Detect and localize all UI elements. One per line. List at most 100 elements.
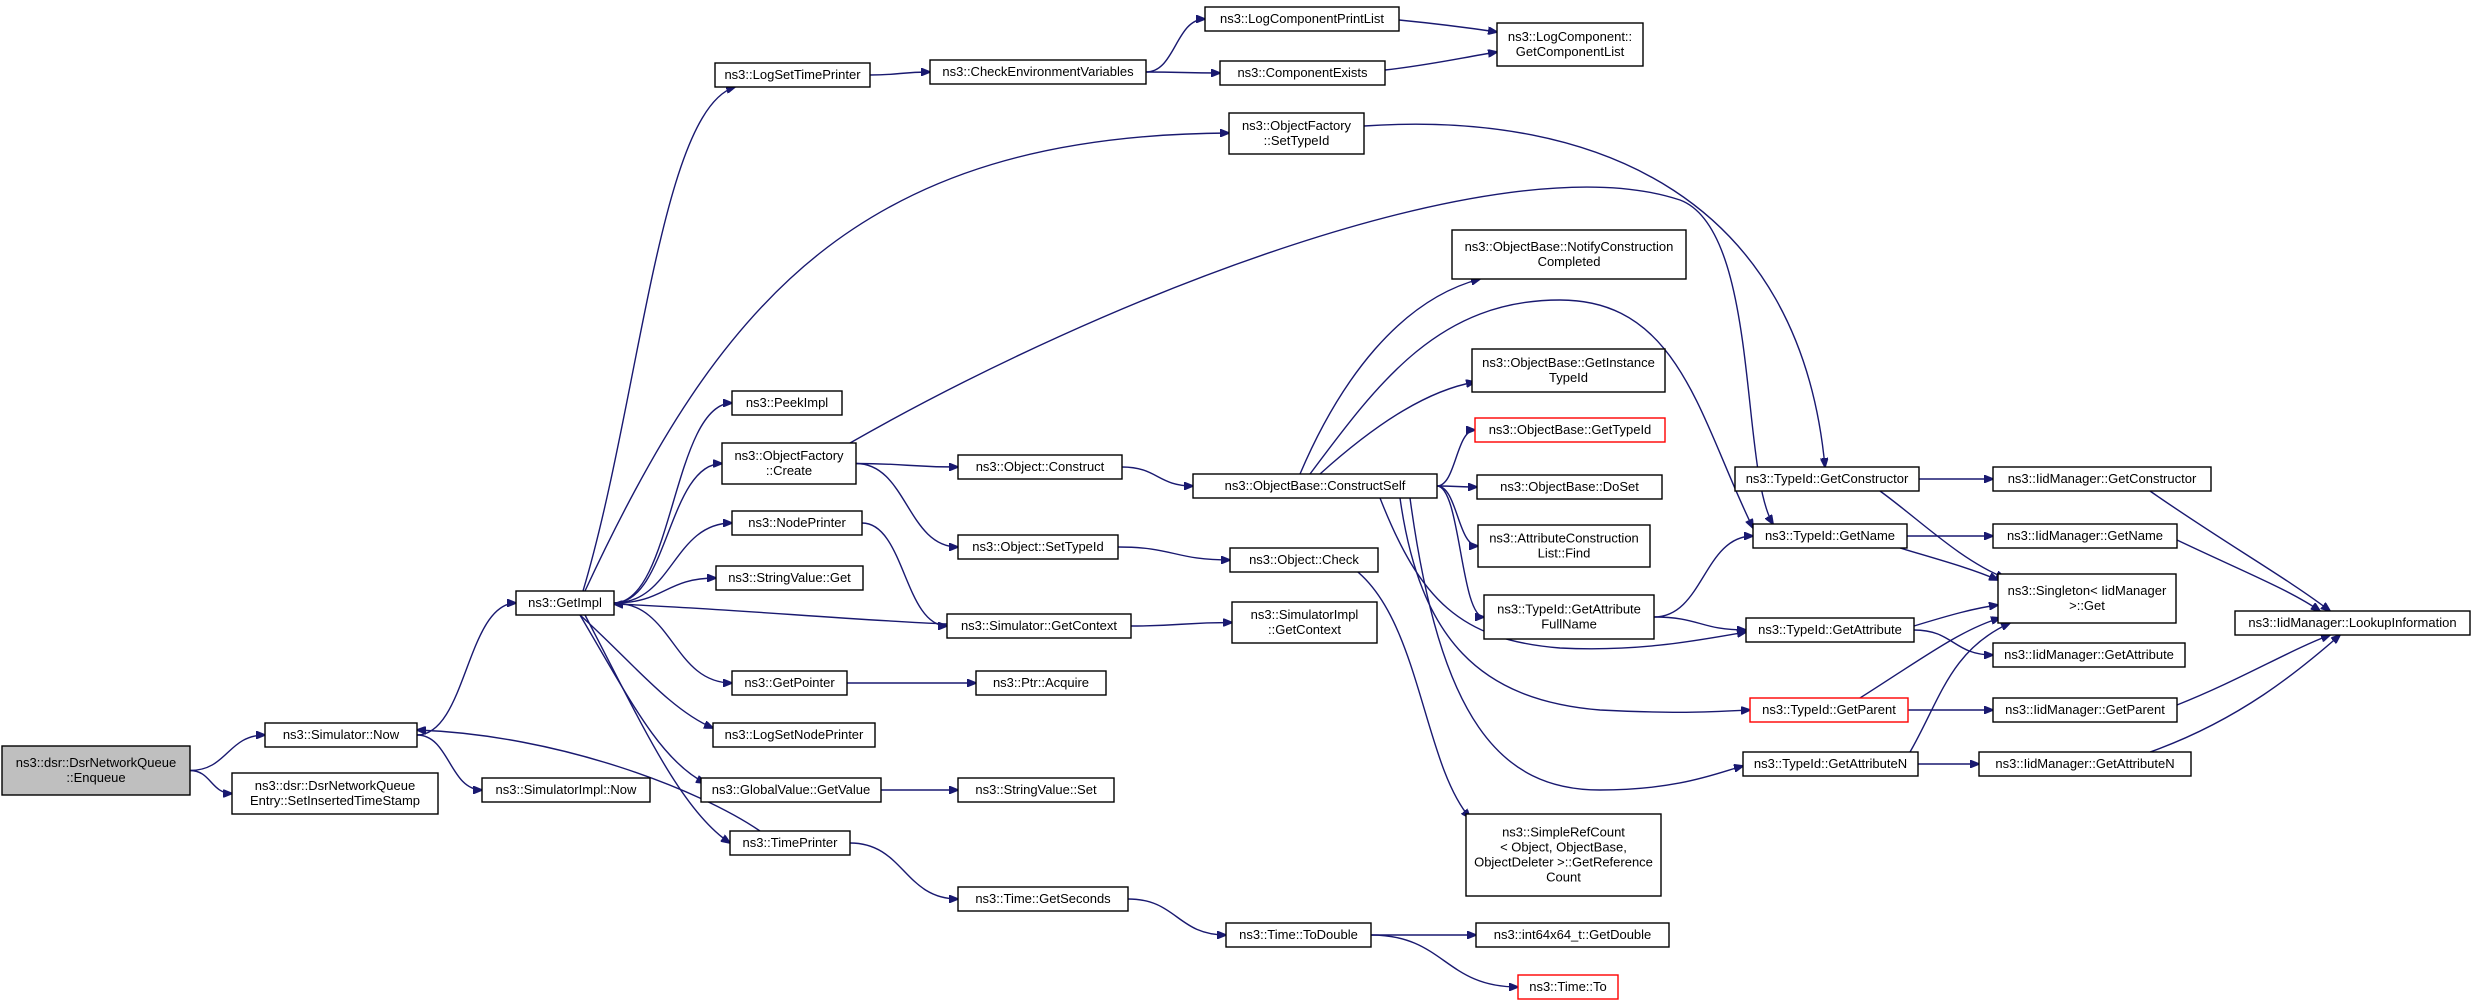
node-tid_getattr[interactable]: ns3::TypeId::GetAttribute: [1745, 617, 1915, 643]
node-ptr_acquire[interactable]: ns3::Ptr::Acquire: [975, 670, 1107, 696]
edge-timeprinter-to-time_getsec: [849, 842, 958, 899]
node-peekimpl[interactable]: ns3::PeekImpl: [731, 390, 843, 416]
node-of_create[interactable]: ns3::ObjectFactory::Create: [721, 442, 857, 485]
edge-logcompprint-to-logcomp_getlist: [1398, 19, 1497, 32]
node-obj_check[interactable]: ns3::Object::Check: [1229, 547, 1379, 573]
node-label: ns3::Ptr::Acquire: [993, 675, 1089, 690]
node-simimpl_getctx[interactable]: ns3::SimulatorImpl::GetContext: [1231, 601, 1378, 644]
node-box: [1745, 617, 1915, 643]
node-label: ObjectDeleter >::GetReference: [1474, 855, 1653, 870]
node-time_todouble[interactable]: ns3::Time::ToDouble: [1225, 922, 1372, 948]
node-iid_lookup[interactable]: ns3::IidManager::LookupInformation: [2234, 610, 2471, 636]
node-box: [714, 62, 871, 88]
node-label: ns3::Time::To: [1529, 979, 1607, 994]
node-iid_getname[interactable]: ns3::IidManager::GetName: [1992, 523, 2178, 549]
node-box: [1228, 112, 1365, 155]
node-label: ns3::ObjectFactory: [1242, 118, 1352, 133]
node-nodeprinter[interactable]: ns3::NodePrinter: [731, 510, 863, 536]
edge-logsettime-to-checkenv: [869, 72, 930, 75]
node-label: ns3::TypeId::GetName: [1765, 528, 1895, 543]
edge-tid_getparent-to-singleton_get: [1859, 618, 2000, 699]
node-box: [1992, 697, 2178, 723]
edge-enqueue-to-sim_now: [189, 735, 265, 772]
node-label: ns3::Singleton< IidManager: [2008, 583, 2167, 598]
node-iid_getattrn[interactable]: ns3::IidManager::GetAttributeN: [1978, 751, 2192, 777]
node-ob_doset[interactable]: ns3::ObjectBase::DoSet: [1476, 474, 1663, 500]
node-box: [1229, 547, 1379, 573]
node-logcomp_getlist[interactable]: ns3::LogComponent::GetComponentList: [1496, 22, 1644, 67]
node-ob_gettypeid[interactable]: ns3::ObjectBase::GetTypeId: [1474, 417, 1666, 443]
node-obj_construct[interactable]: ns3::Object::Construct: [957, 454, 1123, 480]
edge-of_create-to-obj_construct: [855, 462, 958, 468]
node-label: ns3::Object::Construct: [976, 459, 1105, 474]
node-i64_getdouble[interactable]: ns3::int64x64_t::GetDouble: [1475, 922, 1670, 948]
node-label: Completed: [1538, 254, 1601, 269]
node-label: ns3::ObjectFactory: [734, 448, 844, 463]
node-label: ns3::GetPointer: [744, 675, 835, 690]
edge-getimpl-to-peekimpl: [613, 403, 732, 604]
node-label: ns3::StringValue::Set: [975, 782, 1097, 797]
node-iid_getattr[interactable]: ns3::IidManager::GetAttribute: [1992, 642, 2186, 668]
node-getimpl[interactable]: ns3::GetImpl: [515, 590, 615, 616]
node-tid_getname[interactable]: ns3::TypeId::GetName: [1752, 523, 1908, 549]
edge-tid_getctor-to-singleton_get: [1879, 490, 2005, 578]
edge-tid_getname-to-singleton_get: [1899, 547, 1998, 580]
node-box: [1517, 974, 1619, 1000]
edge-getimpl-to-sv_get: [613, 578, 716, 604]
edge-tid_getattr-to-singleton_get: [1913, 605, 1998, 627]
node-enqueue[interactable]: ns3::dsr::DsrNetworkQueue::Enqueue: [1, 745, 191, 796]
node-ob_constructself[interactable]: ns3::ObjectBase::ConstructSelf: [1192, 473, 1438, 499]
edge-getimpl-to-gv_getvalue: [579, 614, 705, 783]
node-singleton_get[interactable]: ns3::Singleton< IidManager>::Get: [1997, 573, 2177, 624]
edge-getimpl-to-nodeprinter: [613, 523, 732, 604]
node-logsetnode[interactable]: ns3::LogSetNodePrinter: [712, 722, 876, 748]
node-label: ns3::dsr::DsrNetworkQueue: [16, 755, 176, 770]
node-label: ns3::GetImpl: [528, 595, 602, 610]
node-simimpl_now[interactable]: ns3::SimulatorImpl::Now: [481, 777, 651, 803]
node-set_ins[interactable]: ns3::dsr::DsrNetworkQueueEntry::SetInser…: [231, 772, 439, 815]
node-time_to[interactable]: ns3::Time::To: [1517, 974, 1619, 1000]
node-getpointer[interactable]: ns3::GetPointer: [731, 670, 848, 696]
node-checkenv[interactable]: ns3::CheckEnvironmentVariables: [929, 59, 1147, 85]
node-box: [1, 745, 191, 796]
node-box: [1204, 6, 1400, 32]
node-sim_getctx[interactable]: ns3::Simulator::GetContext: [946, 613, 1132, 639]
node-timeprinter[interactable]: ns3::TimePrinter: [729, 830, 851, 856]
edge-getimpl-to-getpointer: [613, 602, 732, 683]
node-label: ns3::GlobalValue::GetValue: [712, 782, 871, 797]
node-iid_getctor[interactable]: ns3::IidManager::GetConstructor: [1992, 466, 2212, 492]
node-box: [1474, 417, 1666, 443]
node-logcompprint[interactable]: ns3::LogComponentPrintList: [1204, 6, 1400, 32]
node-of_settypeid[interactable]: ns3::ObjectFactory::SetTypeId: [1228, 112, 1365, 155]
node-sim_now[interactable]: ns3::Simulator::Now: [264, 722, 418, 748]
node-ob_notify[interactable]: ns3::ObjectBase::NotifyConstructionCompl…: [1451, 229, 1687, 280]
node-box: [1978, 751, 2192, 777]
node-tid_getattrn[interactable]: ns3::TypeId::GetAttributeN: [1742, 751, 1919, 777]
node-tid_getparent[interactable]: ns3::TypeId::GetParent: [1749, 697, 1909, 723]
node-label: ns3::ObjectBase::NotifyConstruction: [1465, 239, 1674, 254]
node-box: [731, 390, 843, 416]
node-time_getsec[interactable]: ns3::Time::GetSeconds: [957, 886, 1129, 912]
node-box: [957, 454, 1123, 480]
node-label: GetComponentList: [1516, 44, 1625, 59]
node-obj_settypeid[interactable]: ns3::Object::SetTypeId: [957, 534, 1119, 560]
node-tid_getctor[interactable]: ns3::TypeId::GetConstructor: [1734, 466, 1920, 492]
edge-iid_getparent-to-iid_lookup: [2176, 635, 2330, 706]
edge-of_settypeid-to-tid_getctor: [1363, 123, 1825, 467]
node-label: ns3::TypeId::GetAttribute: [1497, 602, 1641, 617]
node-sv_get[interactable]: ns3::StringValue::Get: [715, 565, 864, 591]
node-srefcount[interactable]: ns3::SimpleRefCount< Object, ObjectBase,…: [1465, 813, 1662, 897]
node-iid_getparent[interactable]: ns3::IidManager::GetParent: [1992, 697, 2178, 723]
node-compexists[interactable]: ns3::ComponentExists: [1219, 60, 1386, 86]
node-label: ns3::dsr::DsrNetworkQueue: [255, 778, 415, 793]
edge-getimpl-to-logsettime: [582, 87, 735, 592]
node-gv_getvalue[interactable]: ns3::GlobalValue::GetValue: [700, 777, 882, 803]
node-logsettime[interactable]: ns3::LogSetTimePrinter: [714, 62, 871, 88]
edge-sim_now-to-simimpl_now: [416, 734, 482, 790]
node-label: ns3::TypeId::GetAttributeN: [1754, 756, 1907, 771]
node-sv_set[interactable]: ns3::StringValue::Set: [957, 777, 1115, 803]
